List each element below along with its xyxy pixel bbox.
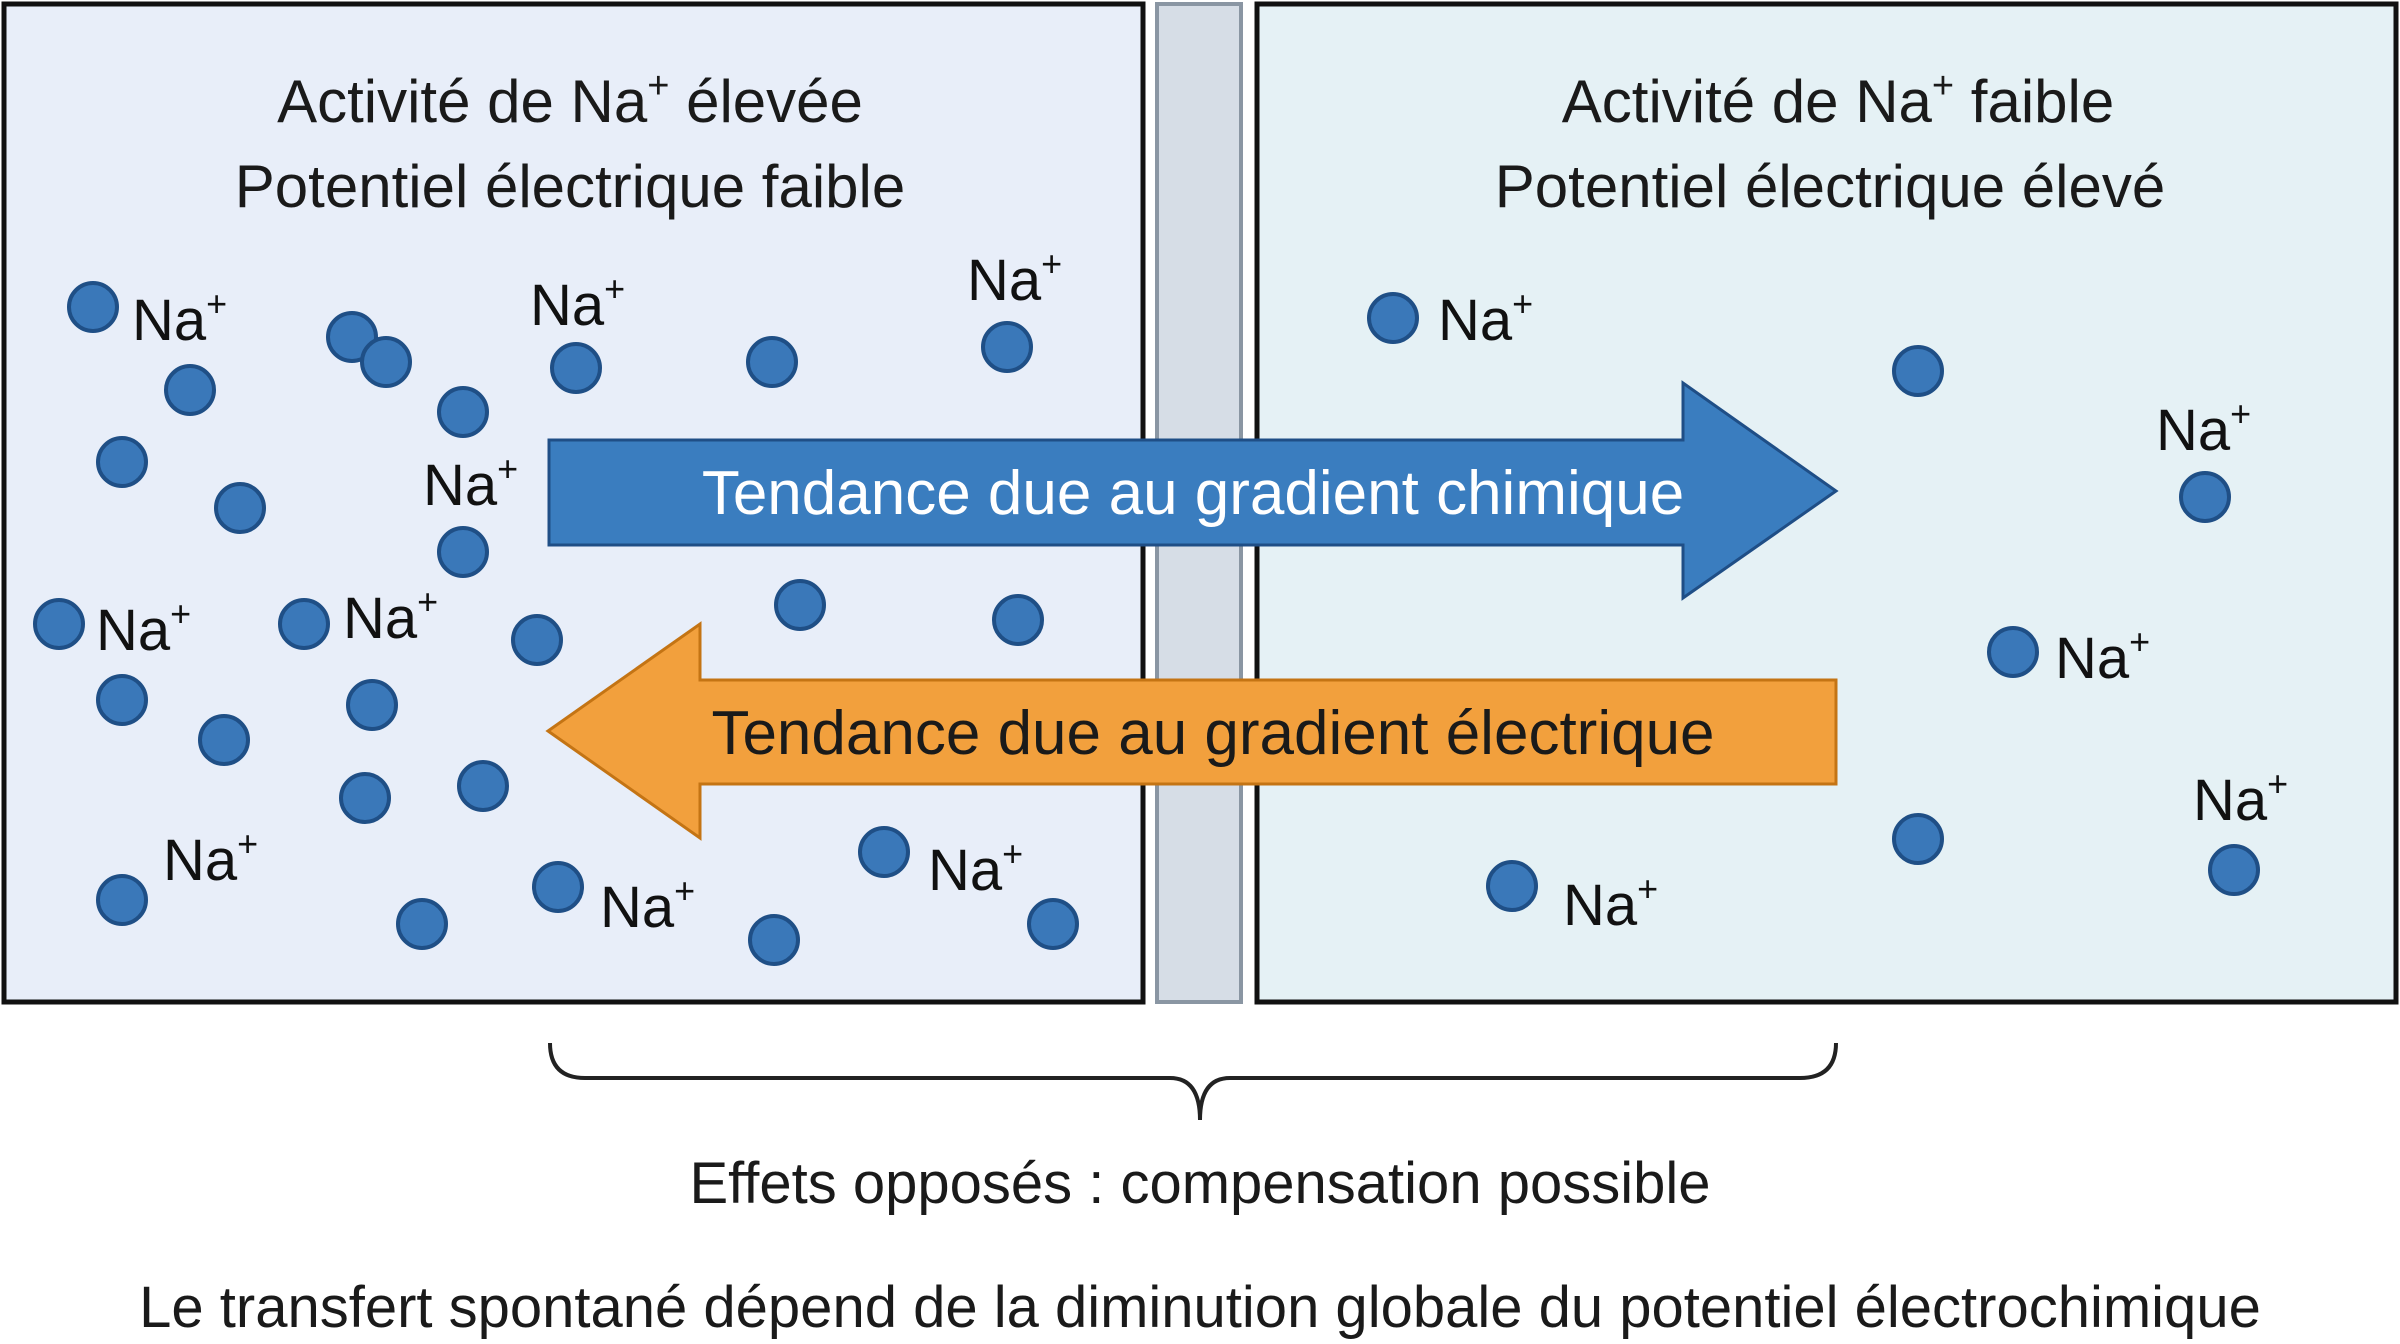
sodium-ion-label: Na+ [967, 243, 1062, 313]
left-title-line2: Potentiel électrique faible [235, 153, 905, 220]
chemical-gradient-arrow [547, 380, 1839, 601]
sodium-ion [981, 321, 1033, 373]
sodium-ion-label: Na+ [2193, 763, 2288, 833]
sodium-ion [2208, 844, 2260, 896]
sodium-ion-label: Na+ [1438, 283, 1533, 353]
sodium-ion [1892, 345, 1944, 397]
sodium-ion-label: Na+ [1563, 868, 1658, 938]
sodium-ion-label: Na+ [163, 823, 258, 893]
sodium-ion [858, 826, 910, 878]
sodium-ion-label: Na+ [600, 870, 695, 940]
sodium-ion [164, 364, 216, 416]
curly-brace [548, 1042, 1838, 1121]
sodium-ion-label: Na+ [928, 833, 1023, 903]
sodium-ion [457, 760, 509, 812]
sodium-ion [550, 342, 602, 394]
sodium-ion-label: Na+ [96, 593, 191, 663]
sodium-ion [67, 281, 119, 333]
sodium-ion [33, 598, 85, 650]
conclusion-caption: Le transfert spontané dépend de la dimin… [139, 1275, 2261, 1340]
right-title-line1: Activité de Na+ faible [1562, 65, 2114, 135]
electrical-gradient-arrow [545, 621, 1838, 841]
sodium-ion-label: Na+ [2055, 621, 2150, 691]
sodium-ion [1367, 292, 1419, 344]
sodium-ion [2179, 471, 2231, 523]
sodium-ion-label: Na+ [343, 581, 438, 651]
sodium-ion [96, 674, 148, 726]
electrical-gradient-label: Tendance due au gradient électrique [711, 699, 1714, 768]
sodium-ion-label: Na+ [2156, 393, 2251, 463]
sodium-ion [774, 579, 826, 631]
sodium-ion-label: Na+ [132, 283, 227, 353]
sodium-ion [511, 614, 563, 666]
sodium-ion [746, 336, 798, 388]
sodium-ion [748, 914, 800, 966]
chemical-gradient-label: Tendance due au gradient chimique [702, 459, 1684, 528]
sodium-ion [96, 436, 148, 488]
sodium-ion [278, 598, 330, 650]
sodium-ion-label: Na+ [423, 448, 518, 518]
sodium-ion [360, 336, 412, 388]
left-title-line1: Activité de Na+ élevée [277, 65, 863, 135]
right-title-line2: Potentiel électrique élevé [1495, 153, 2165, 220]
sodium-ion [1486, 860, 1538, 912]
sodium-ion [992, 594, 1044, 646]
sodium-ion [532, 861, 584, 913]
sodium-ion [198, 714, 250, 766]
sodium-ion [1027, 898, 1079, 950]
sodium-ion [396, 898, 448, 950]
ion-group [33, 281, 2260, 966]
sodium-ion [1987, 626, 2039, 678]
ion-label-group: Na+ Na+ Na+ Na+ Na+ Na+ Na+ Na+ Na+ Na+ Na+ Na+ Na+ N… [96, 243, 2288, 940]
sodium-ion [346, 679, 398, 731]
bracket-caption: Effets opposés : compensation possible [689, 1151, 1710, 1216]
sodium-ion [96, 874, 148, 926]
sodium-ion-label: Na+ [530, 268, 625, 338]
sodium-ion [1892, 813, 1944, 865]
sodium-ion [339, 772, 391, 824]
sodium-ion [437, 386, 489, 438]
sodium-ion [437, 526, 489, 578]
sodium-ion [214, 482, 266, 534]
